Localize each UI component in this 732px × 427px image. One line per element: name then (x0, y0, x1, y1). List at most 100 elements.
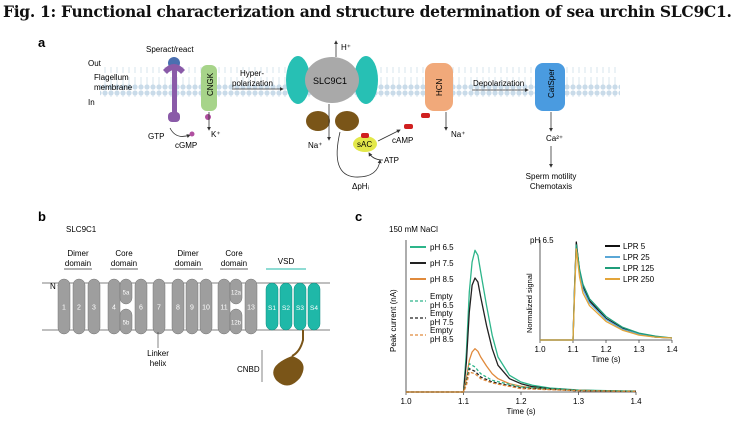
label-dimer2-1: Dimer (177, 249, 199, 258)
panel-a: a Out In Flagellum membrane Speract/reac… (38, 35, 620, 191)
tm-label-11: 11 (220, 305, 227, 312)
inset-y-label: Normalized signal (525, 273, 534, 333)
main-legend-label-ph-7-5: pH 7.5 (430, 259, 454, 268)
vsd-label-s2: S2 (282, 305, 290, 312)
inset-legend-label-lpr-25: LPR 25 (623, 253, 650, 262)
main-series-empty-ph-7-5 (406, 368, 637, 393)
atp-arrow (368, 152, 384, 161)
inset-tick-label-1-2: 1.2 (600, 345, 612, 354)
main-tick-label-1-3: 1.3 (573, 397, 585, 406)
label-membrane-2: membrane (94, 83, 133, 92)
label-cngk: CNGK (206, 72, 215, 96)
label-core1-1: Core (115, 249, 133, 258)
tm-label-2: 2 (77, 305, 81, 312)
label-membrane-1: Flagellum (94, 73, 129, 82)
figure-canvas: a Out In Flagellum membrane Speract/reac… (38, 35, 678, 416)
figure-title: Fig. 1: Functional characterization and … (3, 2, 732, 21)
label-linker-2: helix (150, 359, 166, 368)
tm-segment-13 (244, 278, 258, 335)
tm-segment-3 (87, 278, 101, 335)
label-delta-ph: ΔpHᵢ (352, 182, 369, 191)
tm-segment-5a (119, 278, 133, 305)
cnbd-domain (273, 356, 304, 386)
catsper-channel (535, 63, 565, 111)
label-linker-1: Linker (147, 349, 169, 358)
tm-label-12b: 12b (231, 321, 242, 327)
inset-series-lpr-250 (540, 248, 673, 341)
tm-segment-11 (217, 278, 231, 335)
label-outcome-1: Sperm motility (526, 172, 577, 181)
label-dimer1-2: domain (65, 259, 91, 268)
panel-a-letter: a (38, 35, 46, 50)
label-cnbd: CNBD (237, 365, 260, 374)
label-speract: Speract/react (146, 45, 194, 54)
tm-segment-8 (171, 278, 185, 335)
main-tick-label-1-4: 1.4 (630, 397, 642, 406)
label-cgmp: cGMP (175, 141, 197, 150)
label-k-ion: K⁺ (211, 130, 221, 139)
tm-label-10: 10 (202, 305, 210, 312)
tm-segment-1 (57, 278, 71, 335)
panel-b-letter: b (38, 209, 46, 224)
vsd-segment-s1 (265, 282, 279, 331)
main-x-label: Time (s) (506, 407, 535, 416)
inset-legend-label-lpr-5: LPR 5 (623, 242, 646, 251)
tm-label-12a: 12a (231, 291, 242, 297)
panel-c: c 150 mM NaCl Peak current (nA) Time (s)… (355, 209, 678, 416)
inset-x-label: Time (s) (591, 355, 620, 364)
label-h-ion: H⁺ (341, 43, 351, 52)
label-na-slc: Na⁺ (308, 141, 322, 150)
tm-label-8: 8 (176, 305, 180, 312)
main-legend-empty-ph-0: pH 6.5 (430, 301, 454, 310)
main-legend-empty-ph-2: pH 8.5 (430, 335, 454, 344)
vsd-label-s1: S1 (268, 305, 276, 312)
tm-segment-5b (119, 308, 133, 335)
main-legend-empty-label-1: Empty (430, 309, 453, 318)
camp-bound-slc (361, 133, 369, 138)
cgmp-dot (189, 131, 195, 137)
main-legend-empty-label-0: Empty (430, 292, 453, 301)
tm-label-9: 9 (190, 305, 194, 312)
sac-enzyme (353, 136, 377, 152)
inset-title: pH 6.5 (530, 236, 554, 245)
tm-segment-10 (199, 278, 213, 335)
label-catsper: CatSper (547, 68, 556, 98)
main-series (406, 249, 637, 393)
panel-b: b SLC9C1 Dimer domain Core domain Dimer … (38, 209, 330, 386)
main-series-empty-ph-8-5 (406, 371, 637, 393)
inset-series-lpr-25 (540, 246, 673, 341)
inset-tick-label-1-1: 1.1 (567, 345, 579, 354)
label-gtp: GTP (148, 132, 164, 141)
tm-segment-7 (152, 278, 166, 335)
speract-receptor (163, 57, 185, 122)
vsd-segment-s4 (307, 282, 321, 331)
vsd-label-s3: S3 (296, 305, 304, 312)
label-camp: cAMP (392, 136, 413, 145)
sac-to-camp-arrow (377, 129, 401, 142)
main-y-label: Peak current (nA) (389, 289, 398, 352)
main-legend-label-ph-6-5: pH 6.5 (430, 243, 454, 252)
label-ca-ion: Ca²⁺ (546, 134, 563, 143)
vsd-segment-s3 (293, 282, 307, 331)
vsd-label-s4: S4 (310, 305, 318, 312)
label-protein: SLC9C1 (66, 225, 97, 234)
main-tick-label-1-0: 1.0 (400, 397, 412, 406)
inset-series (540, 241, 673, 341)
main-tick-label-1-2: 1.2 (515, 397, 527, 406)
label-core2-2: domain (221, 259, 247, 268)
cngk-channel (201, 65, 217, 111)
main-legend-label-ph-8-5: pH 8.5 (430, 275, 454, 284)
label-outcome-2: Chemotaxis (530, 182, 572, 191)
label-dimer2-2: domain (175, 259, 201, 268)
label-hcn: HCN (435, 78, 444, 96)
tm-segment-2 (72, 278, 86, 335)
tm-label-5a: 5a (123, 291, 130, 297)
label-slc9c1: SLC9C1 (313, 76, 347, 86)
tm-label-6: 6 (139, 305, 143, 312)
main-legend-empty-ph-1: pH 7.5 (430, 318, 454, 327)
tm-label-13: 13 (247, 305, 255, 312)
label-atp: ATP (384, 156, 399, 165)
